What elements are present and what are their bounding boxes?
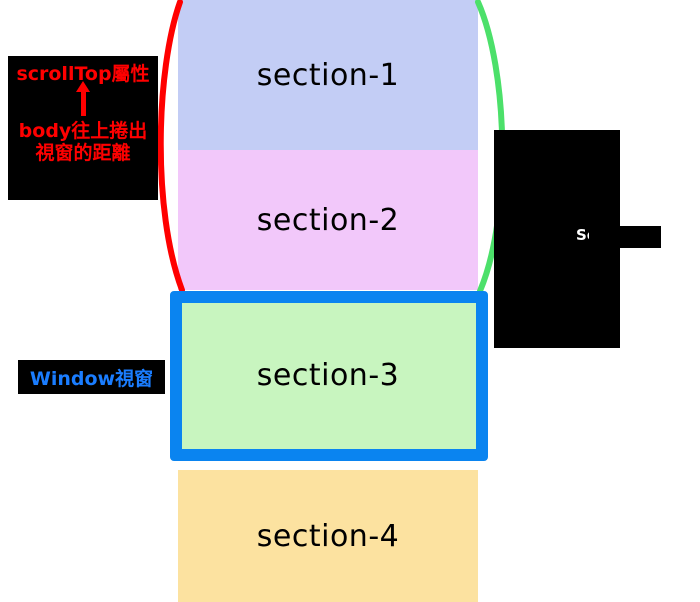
window-viewport-label: Window視窗	[29, 367, 154, 390]
scroll-height-occluder-bar	[589, 226, 661, 248]
arrow-up-icon	[8, 80, 158, 121]
section-block-2: section-2	[178, 150, 478, 290]
scroll-top-desc-line2: 視窗的距離	[35, 141, 131, 164]
scroll-top-desc-line1: body往上捲出	[18, 119, 148, 142]
section-2-label: section-2	[256, 202, 400, 238]
section-3-label: section-3	[256, 357, 400, 393]
window-viewport-annotation: Window視窗	[18, 360, 165, 394]
scroll-top-title: scrollTop屬性	[16, 63, 150, 85]
scroll-top-annotation: scrollTop屬性 body往上捲出 視窗的距離	[8, 56, 158, 200]
section-1-label: section-1	[256, 57, 400, 93]
section-block-1: section-1	[178, 0, 478, 150]
section-4-label: section-4	[256, 518, 400, 554]
section-block-3: section-3	[178, 300, 478, 450]
section-block-4: section-4	[178, 470, 478, 602]
